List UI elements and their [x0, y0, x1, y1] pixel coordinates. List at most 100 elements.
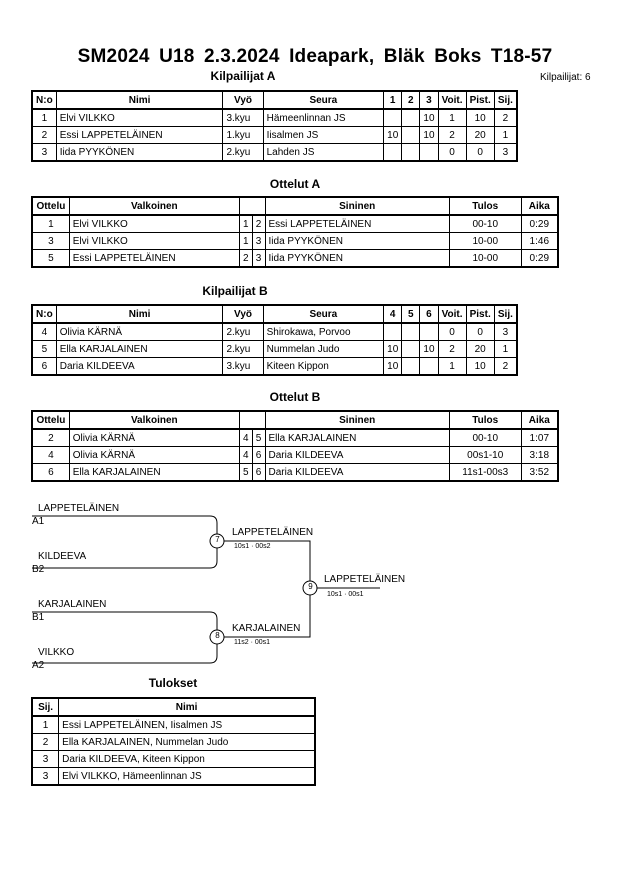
- cell-white: Ella KARJALAINEN: [68, 463, 240, 482]
- cell-name: Iida PYYKÖNEN: [55, 143, 224, 162]
- column-header: Sininen: [264, 410, 450, 430]
- column-header: 3: [419, 90, 439, 110]
- final-winner: LAPPETELÄINEN: [324, 574, 406, 585]
- sf1-winner: LAPPETELÄINEN: [232, 527, 314, 538]
- cell-white: Essi LAPPETELÄINEN: [68, 249, 240, 268]
- cell-match: 3: [31, 232, 70, 250]
- page-title: SM2024 U18 2.3.2024 Ideapark, Bläk Boks …: [77, 46, 553, 67]
- cell-wins: 1: [437, 357, 467, 376]
- cell-name: Daria KILDEEVA, Kiteen Kippon: [58, 750, 316, 768]
- cell-time: 3:52: [520, 463, 559, 482]
- cell-place: 3: [31, 767, 60, 786]
- cell-points: 20: [465, 340, 495, 358]
- final-score: 10s1 · 00s1: [327, 591, 364, 598]
- cell-points: 20: [465, 126, 495, 144]
- cell-result: 10-00: [448, 249, 522, 268]
- results-header-row: Sij.Nimi: [31, 697, 316, 717]
- cell-match: 5: [31, 249, 70, 268]
- sf2-score: 11s2 · 00s1: [234, 639, 271, 646]
- column-header: Vyö: [222, 90, 264, 110]
- sf1-score: 10s1 · 00s2: [234, 543, 271, 550]
- column-header: 4: [383, 304, 403, 324]
- column-header: Ottelu: [31, 410, 70, 430]
- cell-blue: Iida PYYKÖNEN: [264, 232, 450, 250]
- cell-name: Elvi VILKKO, Hämeenlinnan JS: [58, 767, 316, 786]
- cell-s3: [419, 143, 439, 162]
- cell-name: Ella KARJALAINEN, Nummelan Judo: [58, 733, 316, 751]
- column-header: Tulos: [448, 410, 522, 430]
- match-9-number: 9: [308, 582, 313, 591]
- cell-no: 3: [31, 143, 57, 162]
- column-header: N:o: [31, 304, 57, 324]
- sf2-bottom-name: VILKKO: [38, 647, 75, 658]
- cell-name: Daria KILDEEVA: [55, 357, 224, 376]
- match-9-marker: [302, 580, 318, 596]
- cell-w: 5: [238, 463, 253, 482]
- cell-white: Elvi VILKKO: [68, 232, 240, 250]
- column-header: Sij.: [493, 304, 518, 324]
- match-8-number: 8: [215, 631, 220, 640]
- match-7-marker: [209, 533, 225, 549]
- column-header: 1: [383, 90, 403, 110]
- column-header: Valkoinen: [68, 196, 240, 216]
- cell-name: Essi LAPPETELÄINEN, Iisalmen JS: [58, 715, 316, 734]
- cell-place: 1: [493, 340, 518, 358]
- matches-b-title: Ottelut B: [269, 390, 321, 404]
- cell-wins: 2: [437, 340, 467, 358]
- cell-blue: Iida PYYKÖNEN: [264, 249, 450, 268]
- match-8-marker: [209, 629, 225, 645]
- cell-place: 3: [493, 322, 518, 341]
- cell-white: Olivia KÄRNÄ: [68, 446, 240, 464]
- cell-no: 5: [31, 340, 57, 358]
- column-header: N:o: [31, 90, 57, 110]
- match-7-number: 7: [215, 535, 220, 544]
- cell-s3: 10: [419, 340, 439, 358]
- sf2-winner: KARJALAINEN: [232, 623, 301, 634]
- cell-place: 3: [31, 750, 60, 768]
- cell-time: 1:46: [520, 232, 559, 250]
- cell-place: 2: [493, 357, 518, 376]
- cell-place: 1: [493, 126, 518, 144]
- column-header: Aika: [520, 196, 559, 216]
- cell-no: 2: [31, 126, 57, 144]
- column-header: 6: [419, 304, 439, 324]
- column-header: Aika: [520, 410, 559, 430]
- cell-match: 4: [31, 446, 70, 464]
- cell-time: 0:29: [520, 249, 559, 268]
- cell-no: 4: [31, 322, 57, 341]
- pool-b-title: Kilpailijat B: [202, 284, 268, 298]
- cell-no: 6: [31, 357, 57, 376]
- sf1-bottom-name: KILDEEVA: [38, 551, 87, 562]
- cell-points: 0: [465, 322, 495, 341]
- cell-s3: 10: [419, 126, 439, 144]
- cell-place: 1: [31, 715, 60, 734]
- column-header: Pist.: [465, 304, 495, 324]
- cell-points: 10: [465, 357, 495, 376]
- cell-blue: Daria KILDEEVA: [264, 463, 450, 482]
- sf2-top-name: KARJALAINEN: [38, 599, 107, 610]
- cell-s3: [419, 357, 439, 376]
- matches-a-title: Ottelut A: [269, 177, 321, 191]
- cell-s1: 10: [383, 126, 403, 144]
- sf1-top-seed: A1: [32, 516, 45, 527]
- sf1-top-name: LAPPETELÄINEN: [38, 503, 120, 514]
- column-header: Seura: [262, 90, 385, 110]
- competitors-count: Kilpailijat: 6: [540, 72, 591, 83]
- column-header: 2: [401, 90, 421, 110]
- cell-s1: [383, 143, 403, 162]
